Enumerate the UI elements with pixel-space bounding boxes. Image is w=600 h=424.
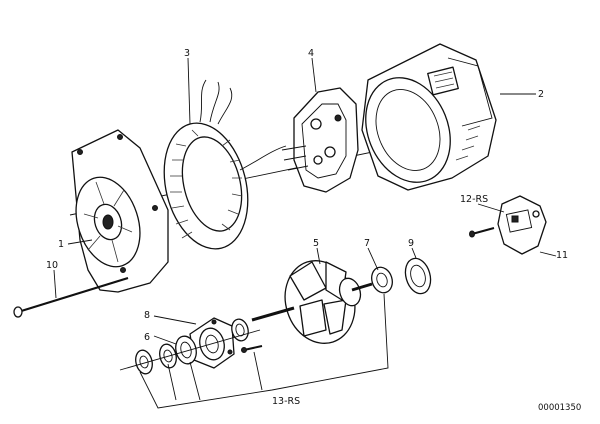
small-bearing [135,349,153,375]
drive-end-housing [71,129,169,293]
small-screw [241,345,263,353]
callout-5: 5 [313,238,319,249]
bearing-cover-plate [189,317,235,369]
callout-6: 6 [144,332,150,343]
rectifier-plate [281,87,359,193]
leader-lines [53,57,557,409]
voltage-regulator [469,195,547,255]
callout-2: 2 [538,89,544,100]
callout-4: 4 [308,48,314,59]
callout-12-rs: 12-RS [460,194,488,205]
drive-end-bearing [175,335,197,365]
rotor-shaft-ring [231,318,249,342]
callout-1: 1 [58,239,64,250]
callout-13-rs: 13-RS [272,396,300,407]
callout-11: 11 [556,250,568,261]
small-parts-axis [119,329,261,371]
callout-8: 8 [144,310,150,321]
rotor-bearing [371,266,393,294]
rotor [251,260,373,344]
callout-9: 9 [408,238,414,249]
diagram-reference-number: 00001350 [538,403,581,413]
callout-7: 7 [364,238,370,249]
stator [163,79,287,250]
seal-ring [404,257,432,295]
through-bolt [13,276,129,318]
slip-ring-end-housing [361,43,497,191]
callout-3: 3 [184,48,190,59]
callout-10: 10 [46,260,58,271]
